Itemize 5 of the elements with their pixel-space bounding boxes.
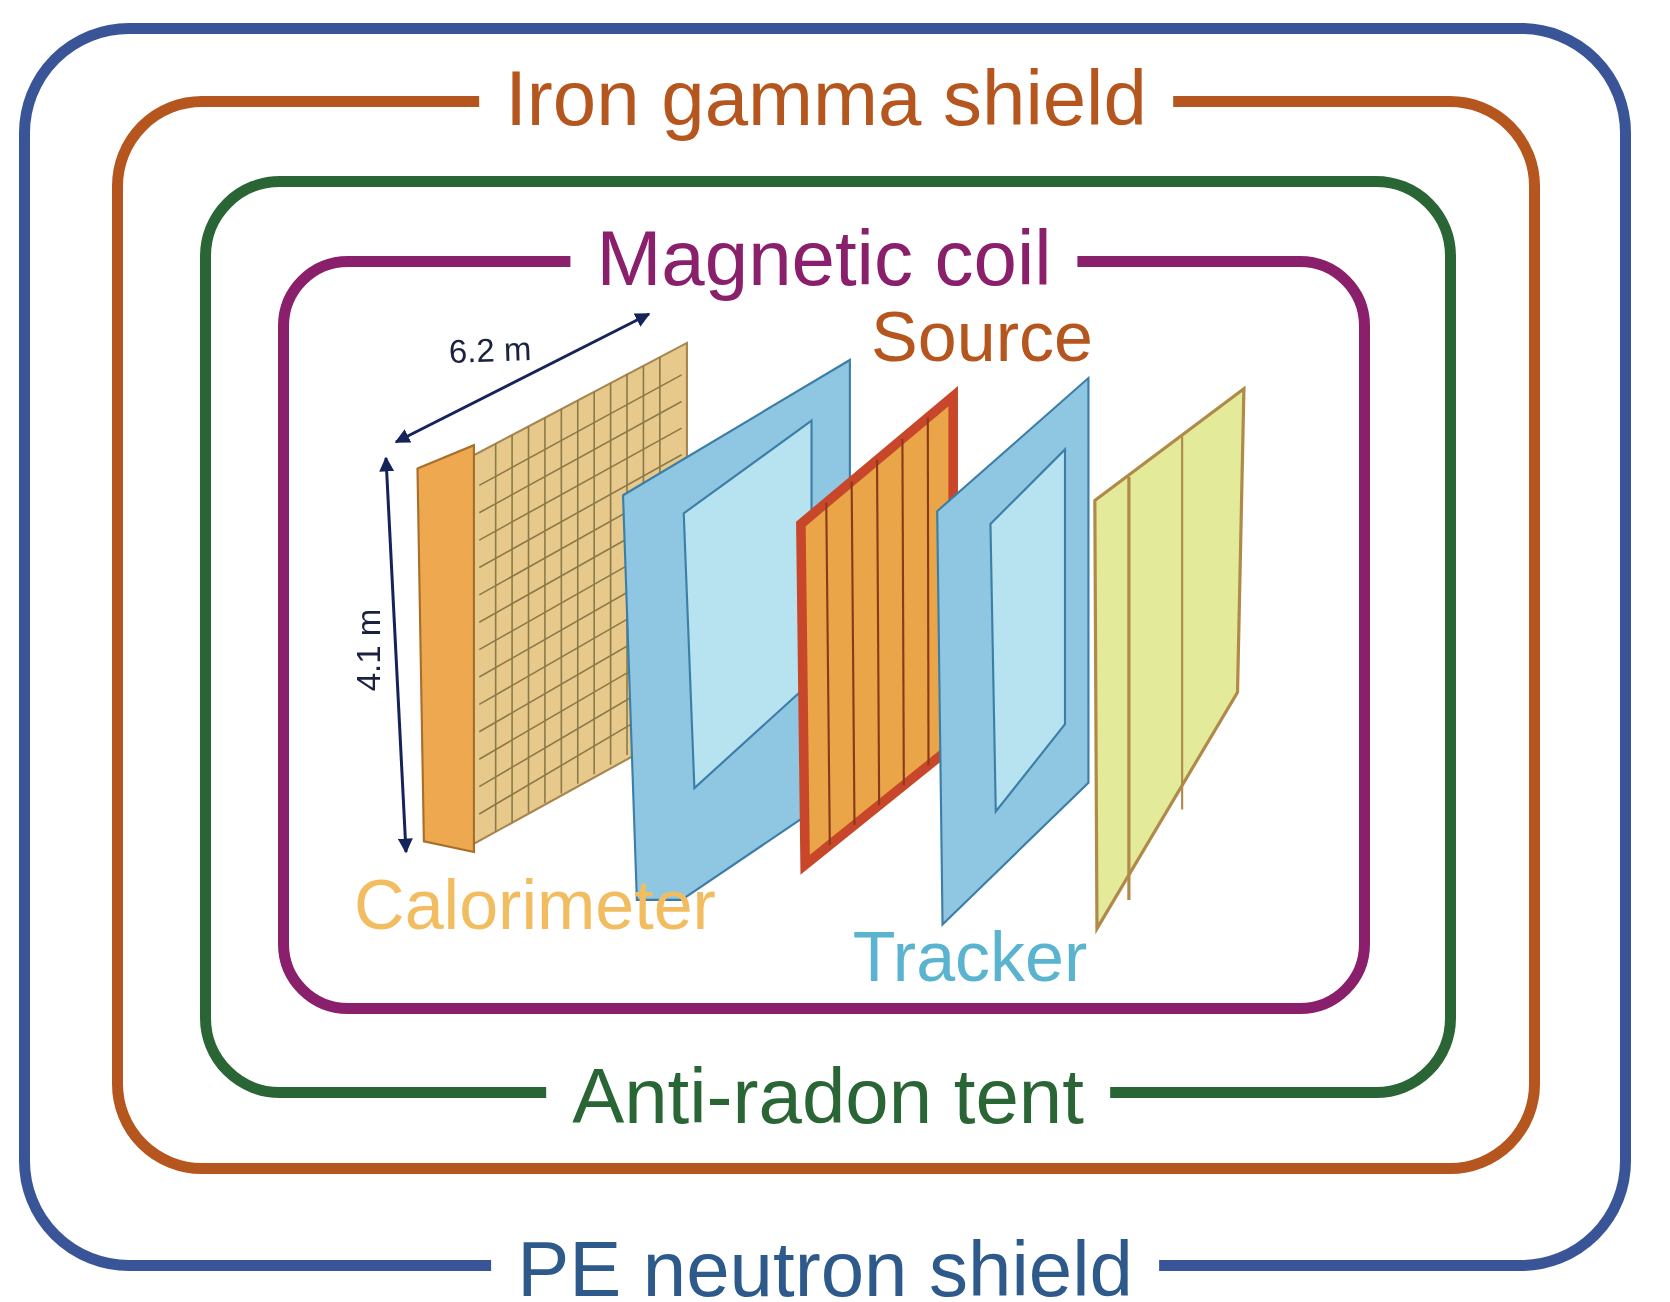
component-label: Source	[871, 302, 1093, 372]
component-label: Tracker	[852, 922, 1088, 992]
component-label: Calorimeter	[354, 870, 716, 940]
dimension-label: 4.1 m	[351, 608, 385, 692]
dimension-label: 6.2 m	[448, 332, 532, 368]
